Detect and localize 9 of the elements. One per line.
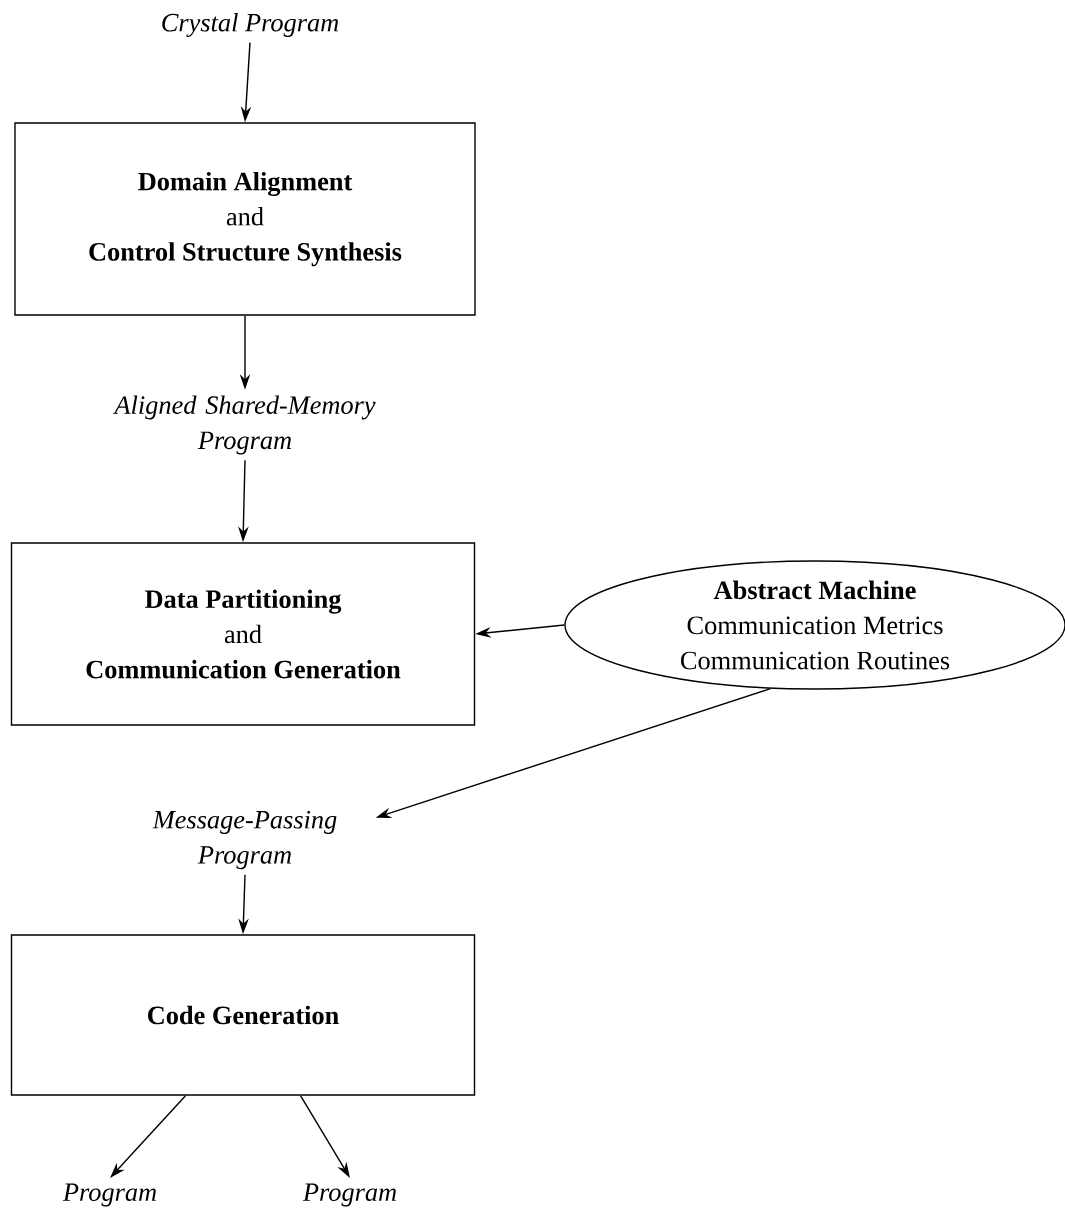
process-box: Code Generation	[10, 934, 476, 1096]
italic-label: Aligned Shared-Memory Program	[113, 395, 376, 455]
process-box: Domain Alignment and Control Structure Synthesis	[14, 122, 476, 316]
arrow	[110, 1095, 187, 1178]
process-box: Data Partitioning and Communication Generation	[10, 542, 476, 726]
italic-label: Crystal Program	[162, 13, 339, 37]
italic-label: Program	[62, 1183, 156, 1207]
italic-label: Message-Passing Program	[152, 810, 337, 870]
italic-label: Program	[302, 1183, 396, 1207]
